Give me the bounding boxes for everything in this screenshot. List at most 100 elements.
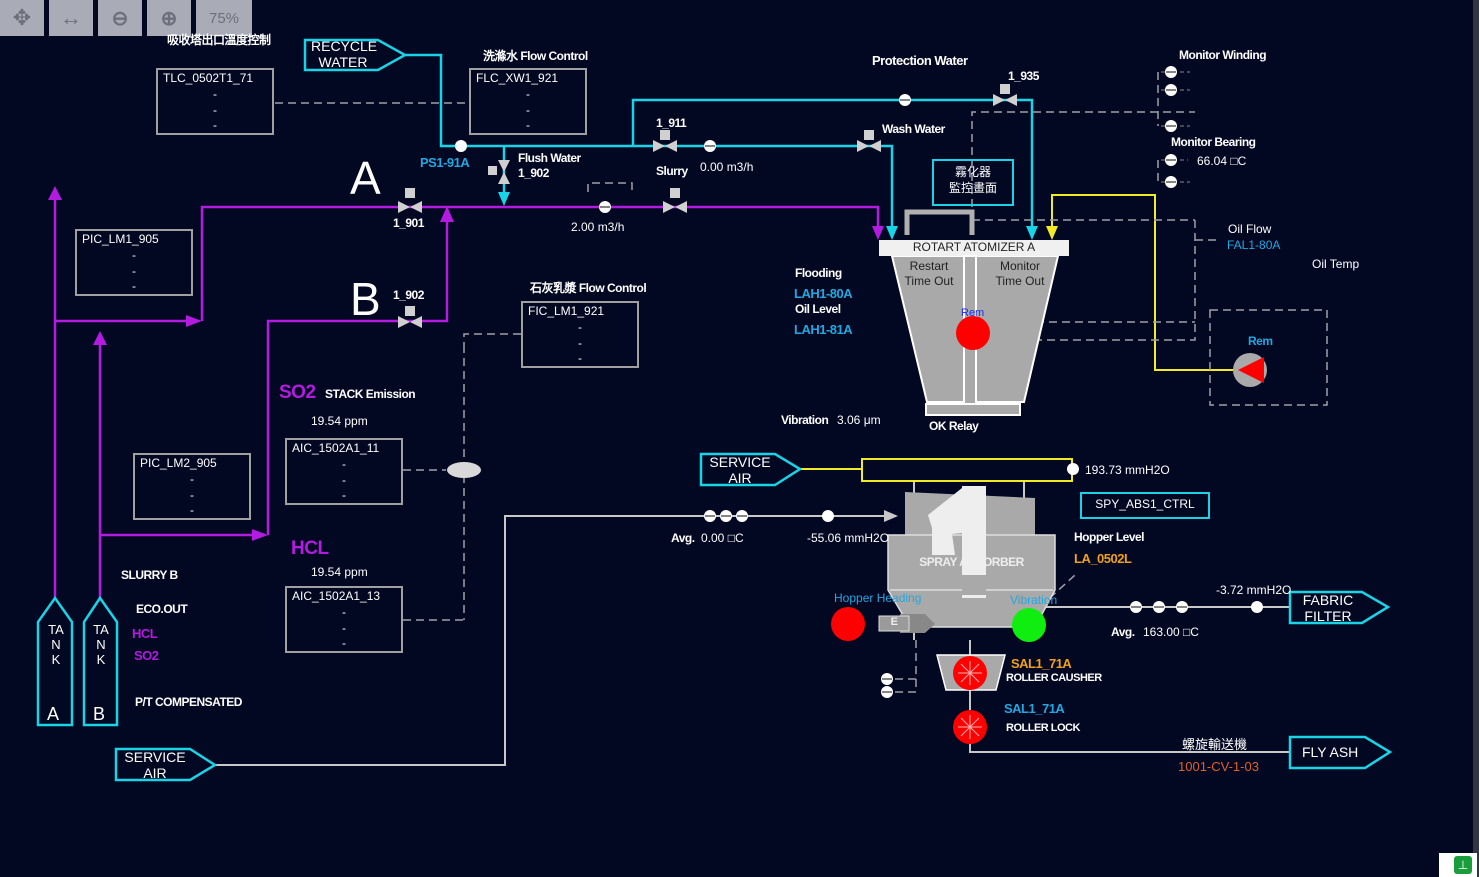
arrow-right-icon [186,315,202,327]
valve-1902-label: 1_902 [393,288,424,302]
oil-temp-label: Oil Temp [1312,257,1360,271]
controller-pv: - [342,605,346,619]
tank-b [82,595,119,727]
slurry-lines [53,200,880,598]
avg-out-label: Avg. [1111,625,1135,639]
spray-absorber[interactable] [878,486,1056,691]
hcl-ppm-value: 19.54 ppm [311,565,368,579]
analyzer-icon [447,462,481,478]
atomizer-screen-box[interactable] [932,159,1014,206]
atomizer-status-lamp [956,316,990,350]
avg-in-label: Avg. [671,531,695,545]
valve-1935-label: 1_935 [1008,69,1039,83]
spy-ctrl-box[interactable] [1080,492,1210,519]
controller-tag: TLC_0502T1_71 [163,71,254,85]
service-air-bottom-stream [114,747,218,782]
tank-a-letters: TANK [48,622,64,667]
hopper-level-tag: LA_0502L [1074,551,1132,566]
controller-pv: - [213,87,217,101]
roller-crusher-label: ROLLER CAUSHER [1006,672,1102,684]
bearing-value: 66.04 □C [1197,154,1247,168]
oil-level-label: Oil Level [795,302,841,316]
fit-width-button[interactable]: ↔ [49,0,93,36]
controller-tlc[interactable]: TLC_0502T1_71 - - - [156,68,274,135]
pan-button[interactable]: ✥ [0,0,44,36]
eco-hcl-label: HCL [132,626,158,641]
controller-pic2[interactable]: PIC_LM2_905 - - - [133,453,251,520]
tlc-title: 吸收塔出口溫度控制 [167,33,271,47]
slurry-flow-value: 2.00 m3/h [571,220,625,234]
oil-pump[interactable] [1233,353,1267,387]
e-button[interactable]: E [890,616,898,628]
controller-mv: - [190,503,194,517]
flc-title: 洗滌水 Flow Control [483,49,588,63]
rem-pump-label: Rem [1248,334,1273,348]
arrow-down-icon [886,226,898,240]
service-air-top-stream [699,452,803,487]
line-b-label: B [350,273,381,325]
tank-b-id: B [93,704,106,724]
valve-1902-icon [398,306,422,328]
conveyor-tag: 1001-CV-1-03 [1178,759,1259,774]
pt-compensated-label: P/T COMPENSATED [135,695,242,709]
stack-emission-label: STACK Emission [325,387,416,401]
fly-ash-label[interactable]: FLY ASH [1302,744,1359,760]
zoom-in-button[interactable]: ⊕ [147,0,191,36]
valve-1935-icon [993,84,1017,106]
controller-aic13[interactable]: AIC_1502A1_13 - - - [285,586,403,653]
tank-b-letters: TANK [93,622,109,667]
hcl-label: HCL [291,538,329,559]
controller-sv: - [190,488,194,502]
eco-out-label: ECO.OUT [136,602,188,616]
controller-mv: - [342,636,346,650]
monitor-bearing-label: Monitor Bearing [1171,135,1256,149]
arrow-down-icon [872,226,884,240]
controller-aic11[interactable]: AIC_1502A1_11 - - - [285,438,403,505]
controller-sv: - [213,103,217,117]
pressure-transmitter-icon [822,510,834,522]
absorber-name: SPRAY ABSORBER [919,555,1024,569]
spy-ctrl-link[interactable]: SPY_ABS1_CTRL [1095,497,1195,511]
zoom-level: 75% [196,0,252,36]
valve-1901-label: 1_901 [393,216,424,230]
controller-pv: - [342,457,346,471]
controller-fic[interactable]: FIC_LM1_921 - - - [521,301,639,368]
hopper-heading-label: Hopper Heading [834,591,922,605]
valve-1901-icon [398,188,422,213]
controller-sv: - [132,264,136,278]
rem-atomizer-label: Rem [961,307,985,319]
slurry-valve-icon [663,188,687,213]
so2-label: SO2 [279,382,316,403]
input-method-badge: ⊥ [1439,853,1477,877]
controller-flc[interactable]: FLC_XW1_921 - - - [469,68,587,135]
arrow-down-icon [1026,226,1038,240]
rotary-atomizer[interactable] [879,209,1069,416]
oil-flow-tag: FAL1-80A [1227,238,1281,252]
arrow-right-icon [252,529,268,541]
zoom-out-button[interactable]: ⊖ [98,0,142,36]
atomizer-screen-link[interactable]: 霧化器監控畫面 [948,165,997,195]
controller-tag: PIC_LM2_905 [140,456,217,470]
oil-flow-label: Oil Flow [1228,222,1272,236]
pt-in-value: -55.06 mmH2O [807,531,890,545]
controller-tag: PIC_LM1_905 [82,232,159,246]
pd-value: 193.73 mmH2O [1085,463,1170,477]
controller-sv: - [342,621,346,635]
controller-pic1[interactable]: PIC_LM1_905 - - - [75,229,193,296]
controller-tag: FLC_XW1_921 [476,71,559,85]
roller-lock-label: ROLLER LOCK [1006,722,1080,734]
pressure-diff-icon [1067,463,1079,475]
controller-pv: - [578,320,582,334]
roller-crusher-tag: SAL1_71A [1011,656,1072,671]
controller-mv: - [132,279,136,293]
tank-a-id: A [47,704,60,724]
vertical-scrollbar[interactable] [1473,0,1479,877]
roller-lock-lamp [953,710,987,744]
